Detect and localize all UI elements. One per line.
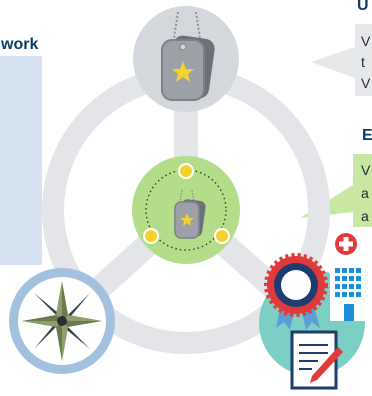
award-ribbon-icon <box>264 253 328 330</box>
services-node <box>259 233 370 390</box>
callout-top-line: V <box>361 33 371 49</box>
callout-top <box>311 24 372 96</box>
callout-top-line: t <box>361 54 365 70</box>
compass-rose-icon <box>22 281 102 361</box>
hospital-icon <box>330 233 370 321</box>
left-panel-pointer <box>0 238 42 265</box>
left-panel <box>0 56 42 264</box>
compass-node <box>9 268 115 374</box>
callout-mid-line: a <box>361 185 369 201</box>
callout-top-line: V <box>361 75 371 91</box>
top-right-title: U <box>357 0 369 14</box>
callout-mid-line: V <box>361 162 371 178</box>
mid-right-title: E <box>362 127 372 144</box>
hub-node <box>132 156 240 264</box>
dog-tag-icon <box>161 11 215 101</box>
clipboard-pen-icon <box>290 330 343 390</box>
small-dog-tag-icon <box>174 189 206 239</box>
left-section-title: work <box>1 36 39 53</box>
callout-mid-line: a <box>361 208 369 224</box>
dog-tag-node <box>133 6 239 112</box>
